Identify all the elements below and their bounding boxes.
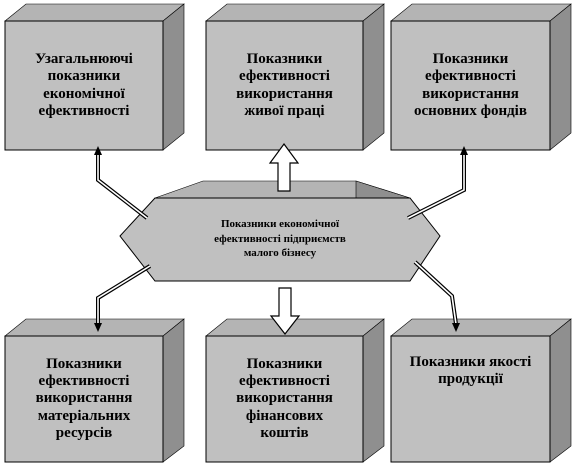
arrow-to-bottom-right xyxy=(413,260,460,332)
box-top-right-side xyxy=(549,3,572,151)
box-bottom-right-top xyxy=(390,318,572,337)
arrow-to-bottom-left-head xyxy=(94,323,102,332)
center-hexagon-front xyxy=(119,197,441,282)
center-hexagon-label: Показники економічної ефективності підпр… xyxy=(214,217,346,260)
box-bottom-left-front xyxy=(4,335,164,463)
box-top-left xyxy=(4,3,185,151)
arrow-to-top-right xyxy=(407,146,468,220)
arrow-to-bottom-left-line xyxy=(96,264,152,324)
box-top-middle-front xyxy=(205,20,364,151)
box-bottom-right-label: Показники якості продукції xyxy=(409,353,532,387)
arrow-to-bottom-right-head xyxy=(452,323,460,332)
box-top-right-front xyxy=(390,20,551,151)
box-bottom-right xyxy=(390,318,572,463)
box-top-left-top xyxy=(4,3,185,22)
box-bottom-middle xyxy=(205,318,385,463)
arrow-to-bottom-right-inner xyxy=(414,261,457,325)
box-top-right-label: Показники ефективності використання осно… xyxy=(414,51,527,119)
arrow-to-top-left-head xyxy=(94,146,102,155)
box-bottom-left-top xyxy=(4,318,185,337)
box-top-right-top xyxy=(390,3,572,22)
box-bottom-left xyxy=(4,318,185,463)
arrow-to-bottom-left xyxy=(94,264,152,332)
box-bottom-left-label: Показники ефективності використання мате… xyxy=(35,355,133,441)
box-top-right xyxy=(390,3,572,151)
box-top-left-front xyxy=(4,20,164,151)
box-bottom-middle-front xyxy=(205,335,364,463)
arrow-to-top-left-inner xyxy=(97,152,148,219)
box-bottom-right-front xyxy=(390,335,551,463)
box-top-left-side xyxy=(162,3,185,151)
arrow-to-top-right-inner xyxy=(407,152,465,219)
box-top-left-label: Узагальнюючі показники економічної ефект… xyxy=(35,51,133,119)
box-bottom-middle-side xyxy=(362,318,385,463)
box-top-middle-side xyxy=(362,3,385,151)
box-top-middle xyxy=(205,3,385,151)
arrow-to-bottom-left-inner xyxy=(97,265,151,324)
box-top-middle-top xyxy=(205,3,385,22)
box-bottom-middle-label: Показники ефективності використання фіна… xyxy=(236,355,333,441)
block-arrow-up xyxy=(268,142,300,192)
arrow-to-top-left xyxy=(94,146,149,220)
block-arrow-down xyxy=(269,287,301,335)
box-bottom-left-side xyxy=(162,318,185,463)
box-bottom-right-side xyxy=(549,318,572,463)
center-hexagon-back xyxy=(355,180,411,199)
arrow-to-top-right-head xyxy=(460,146,468,155)
box-top-middle-label: Показники ефективності використання живо… xyxy=(236,51,333,119)
